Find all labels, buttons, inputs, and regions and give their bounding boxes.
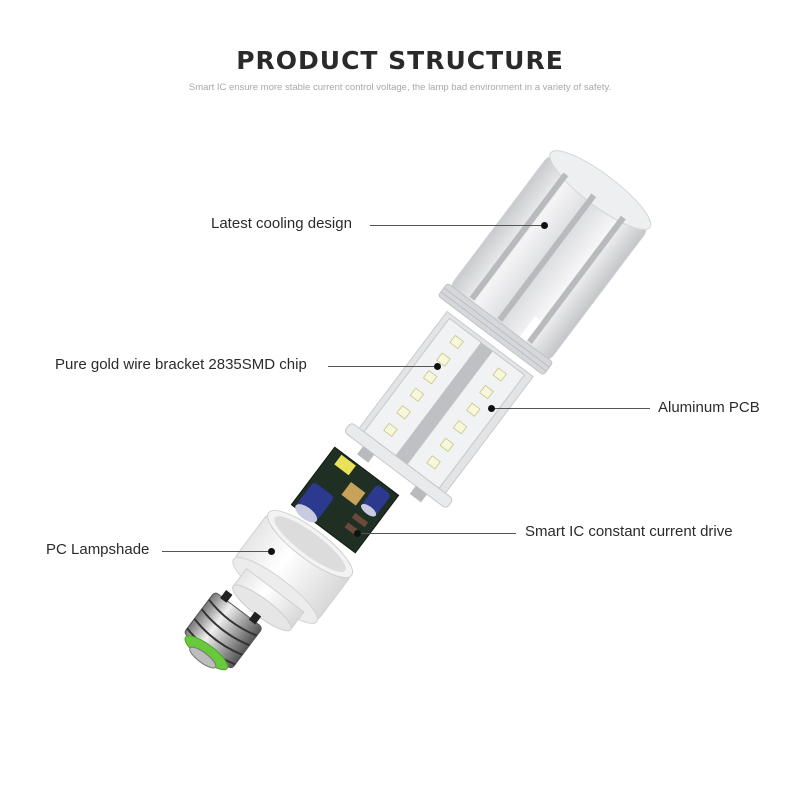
capacitor-small — [360, 485, 390, 517]
callout-dot-cooling — [541, 222, 548, 229]
page-title: PRODUCT STRUCTURE — [236, 46, 564, 75]
smart-ic-driver-board — [290, 446, 400, 554]
leader-line-chip — [328, 366, 437, 367]
callout-label-pcb: Aluminum PCB — [658, 399, 760, 416]
leader-line-driver — [357, 533, 516, 534]
callout-label-lampshade: PC Lampshade — [46, 541, 150, 558]
cooling-heatsink — [438, 150, 652, 375]
callout-dot-pcb — [488, 405, 495, 412]
callout-dot-driver — [354, 530, 361, 537]
leader-line-cooling — [370, 225, 544, 226]
callout-label-chip: Pure gold wire bracket 2835SMD chip — [55, 356, 307, 373]
callout-dot-lampshade — [268, 548, 275, 555]
capacitor-large — [295, 483, 334, 523]
leader-line-lampshade — [162, 551, 271, 552]
led-pcb-column — [345, 310, 534, 508]
callout-dot-chip — [434, 363, 441, 370]
page-subtitle: Smart IC ensure more stable current cont… — [188, 82, 612, 93]
leader-line-pcb — [491, 408, 650, 409]
callout-label-driver: Smart IC constant current drive — [525, 523, 733, 540]
e27-screw-base — [184, 590, 262, 671]
callout-label-cooling: Latest cooling design — [211, 215, 352, 232]
pc-lampshade — [232, 510, 354, 632]
